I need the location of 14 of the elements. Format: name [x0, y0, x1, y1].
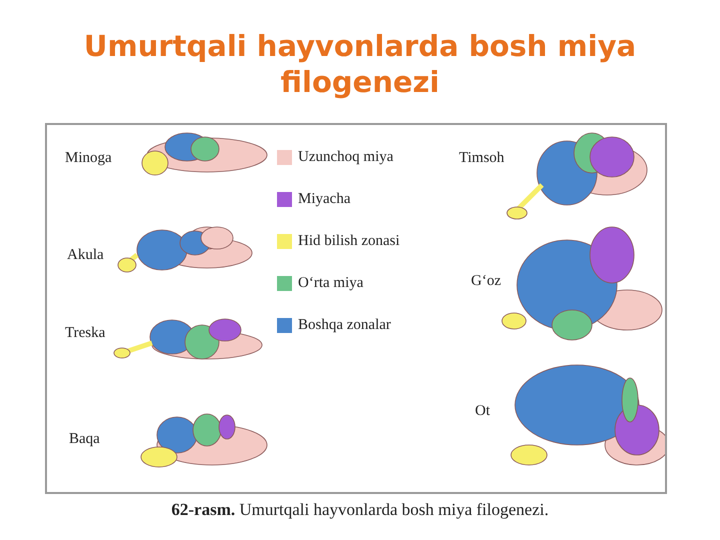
animal-label: G‘oz [471, 273, 501, 290]
caption: 62-rasm. Umurtqali hayvonlarda bosh miya filogenezi. [170, 500, 550, 520]
legend-text: Hid bilish zonasi [298, 232, 400, 250]
animal-label: Akula [67, 247, 104, 264]
title: Umurtqali hayvonlarda bosh miya filogenezi [82, 28, 638, 100]
animal-label: Minoga [65, 150, 112, 167]
animal-label: Ot [475, 403, 490, 420]
animal-label: Baqa [69, 431, 100, 448]
legend-text: Boshqa zonalar [298, 316, 391, 334]
legend-text: O‘rta miya [298, 274, 364, 292]
legend-text: Uzunchoq miya [298, 148, 394, 166]
animal-label: Treska [65, 325, 106, 342]
legend-text: Miyacha [298, 190, 350, 208]
animal-label: Timsoh [459, 150, 504, 167]
